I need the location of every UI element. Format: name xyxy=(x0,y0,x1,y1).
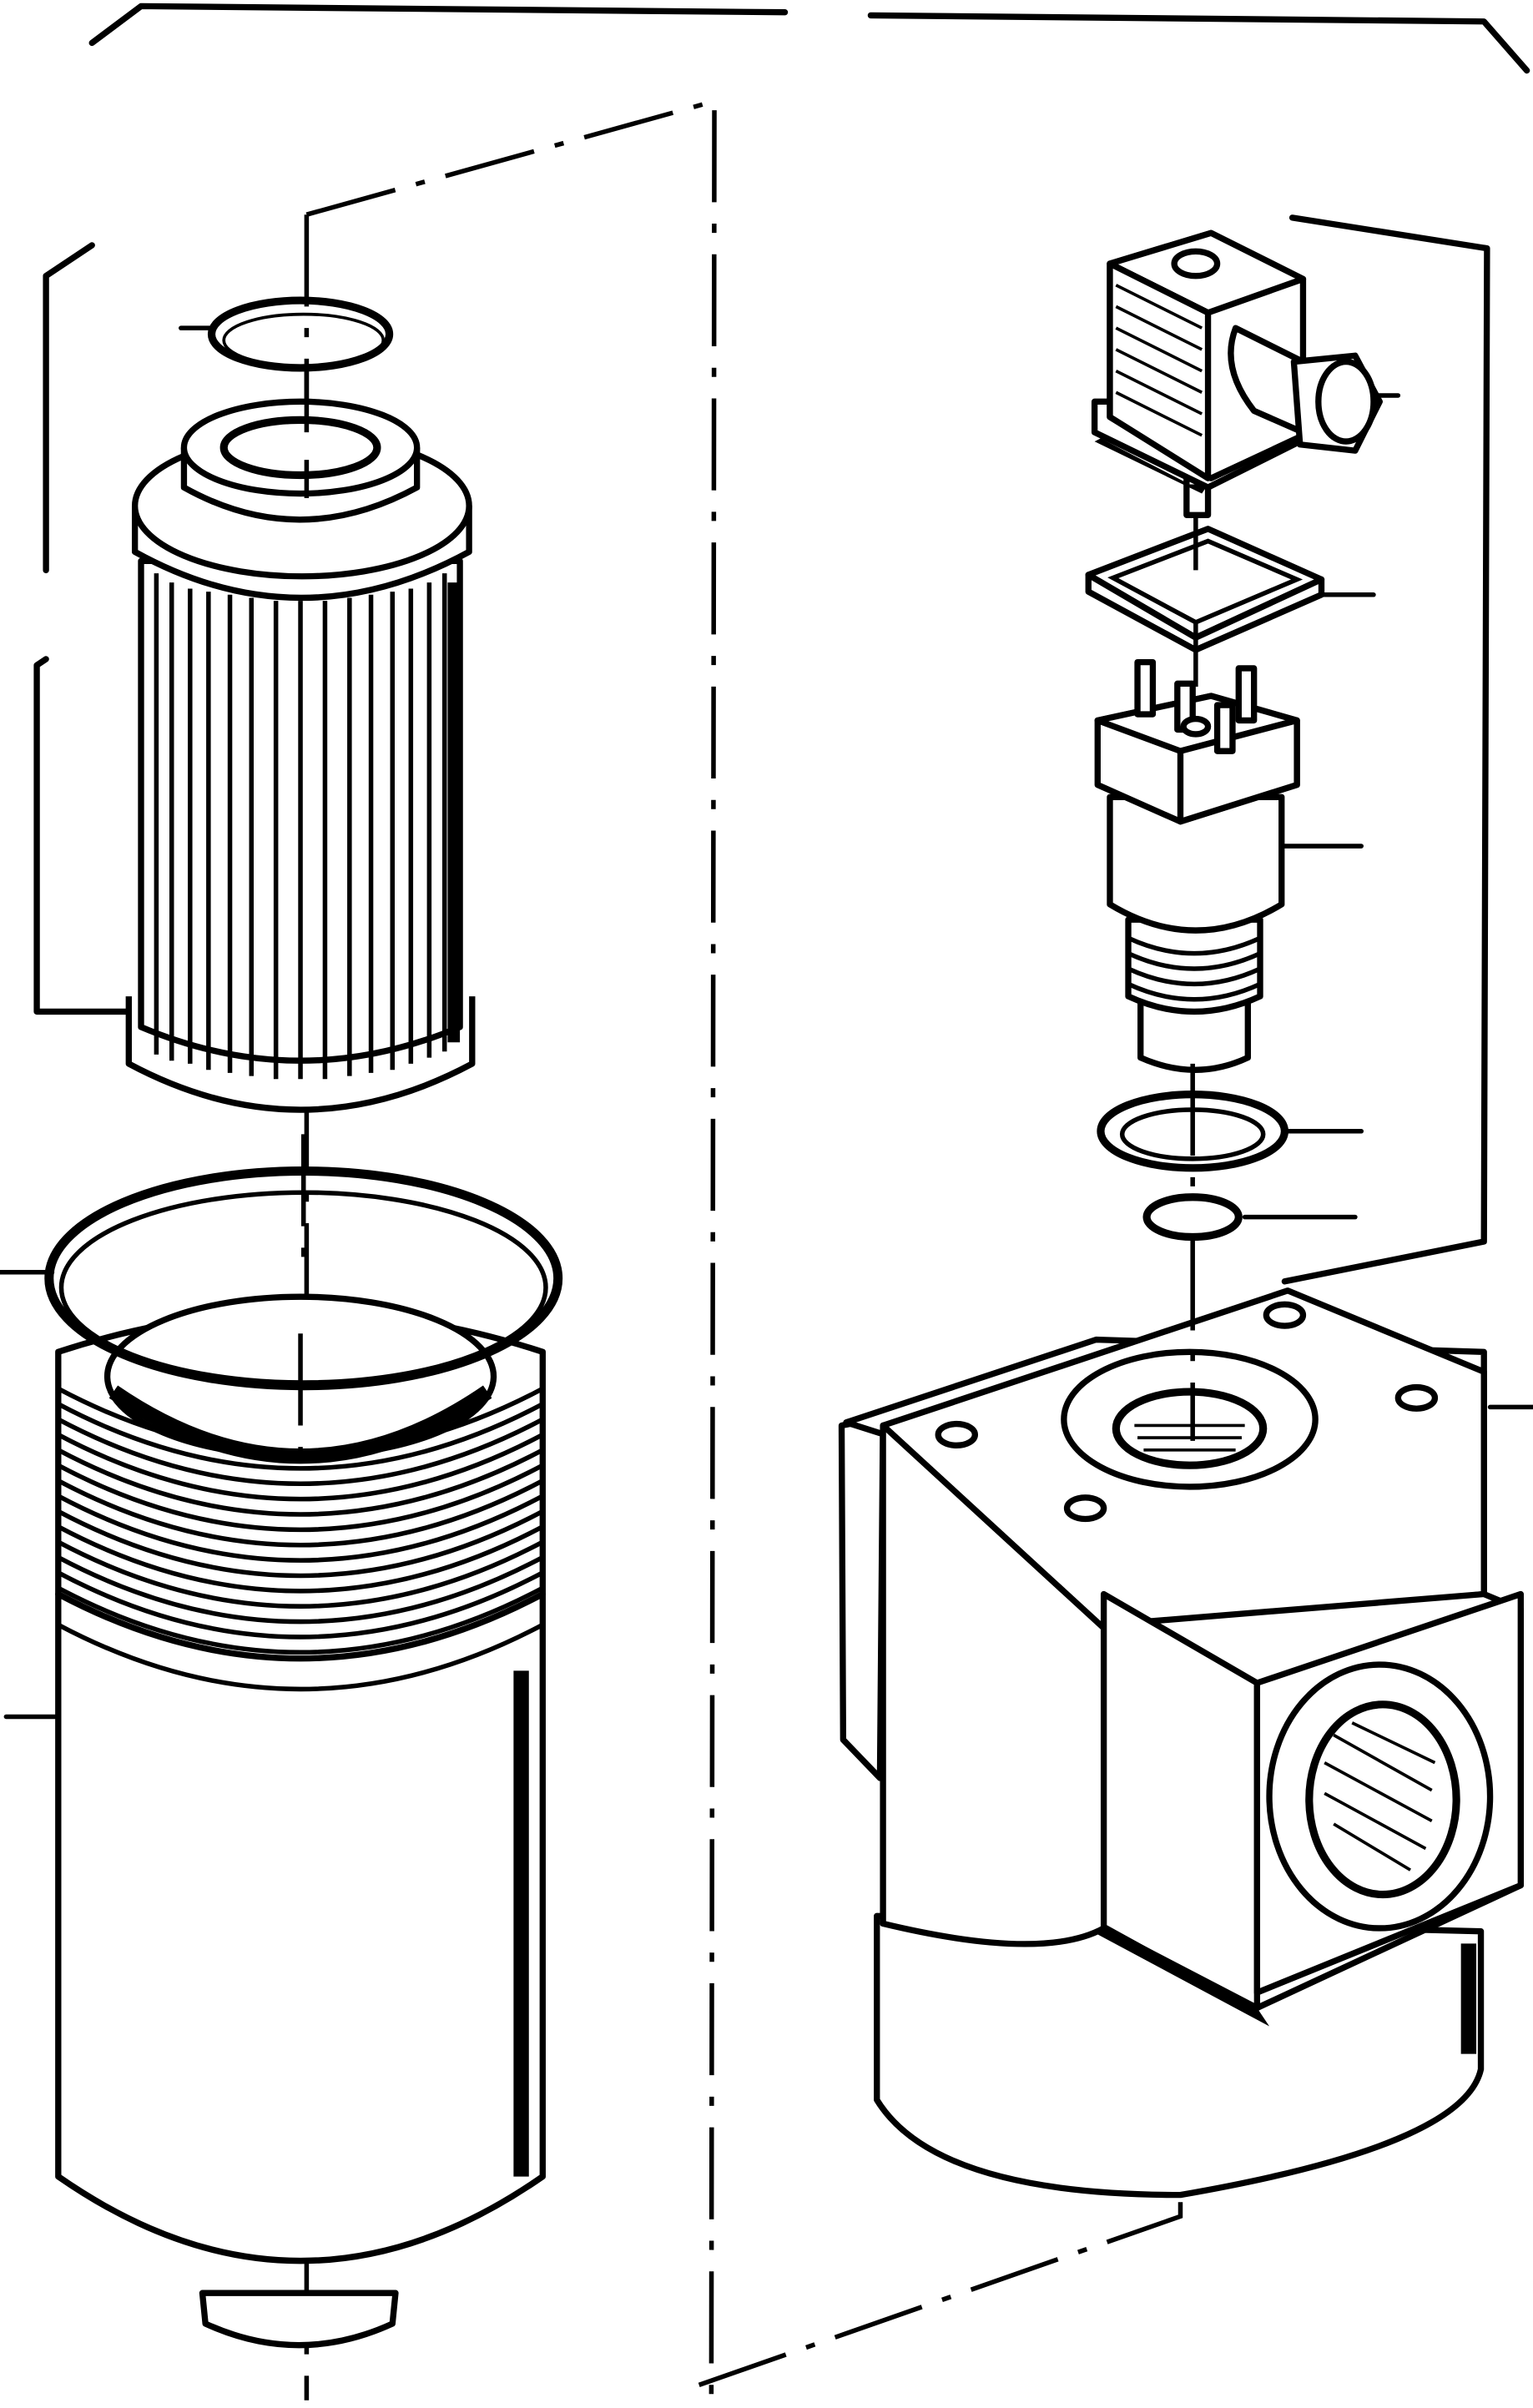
group-frame-left xyxy=(33,242,139,1015)
group-frame-right xyxy=(1281,214,1490,1285)
filter-bowl xyxy=(55,1293,546,2349)
connector-gasket xyxy=(1085,526,1325,653)
electrical-connector-plug xyxy=(1091,229,1383,518)
pressure-switch xyxy=(1094,658,1300,1073)
switch-o-ring xyxy=(1142,1193,1243,1242)
filter-element xyxy=(125,398,476,1113)
mount-hole-1 xyxy=(935,1420,979,1449)
filter-o-ring xyxy=(207,296,394,433)
mount-hole-2 xyxy=(1063,1494,1107,1523)
callout-leaders xyxy=(0,325,1533,1720)
group-frame-top xyxy=(88,3,1530,74)
filter-head xyxy=(838,1287,1524,2199)
right-centerlines xyxy=(1190,517,1198,1441)
mount-hole-3 xyxy=(1263,1301,1307,1329)
bowl-seal-ring xyxy=(44,1134,563,1391)
mount-hole-4 xyxy=(1394,1383,1439,1412)
